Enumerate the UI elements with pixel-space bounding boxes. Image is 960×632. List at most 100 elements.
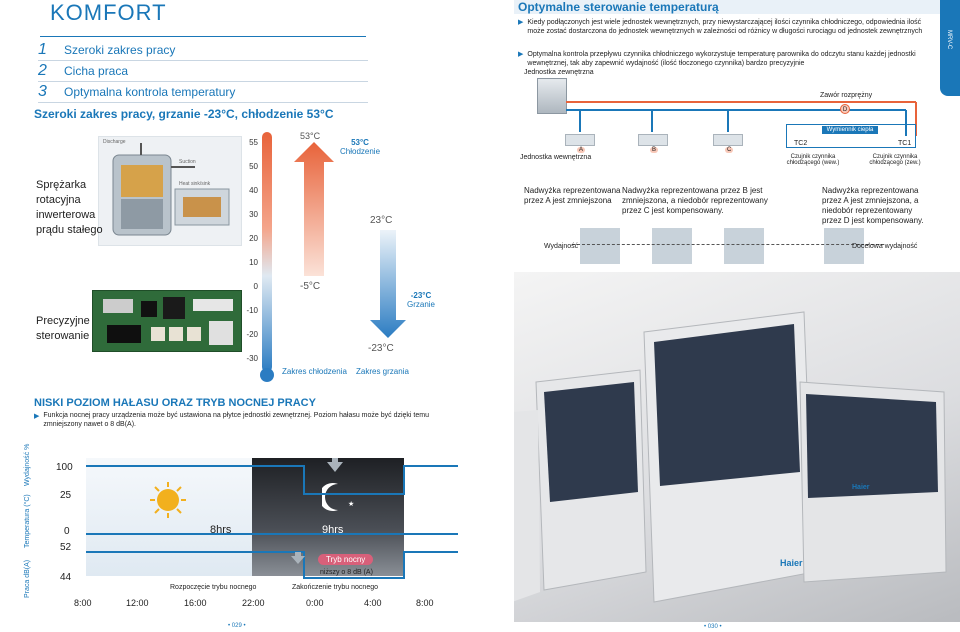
- heat-range-label: Zakres grzania: [356, 367, 409, 376]
- tick-52: 52: [60, 542, 72, 553]
- pcb-image: [92, 290, 242, 352]
- thermo-scale: 55 50 40 30 20 10 0 -10 -20 -30: [230, 138, 258, 368]
- indoor-unit-b: [638, 134, 668, 146]
- capacity-line: [86, 465, 458, 535]
- tick-label: -30: [246, 354, 258, 363]
- sensor-in-label: Czujnik czynnika chłodzącego (wew.): [786, 154, 840, 166]
- tick-25: 25: [60, 490, 72, 501]
- brand-logo: Haier: [852, 484, 870, 491]
- feature-1: 1 Szeroki zakres pracy: [38, 40, 368, 61]
- feature-text: Optymalna kontrola temperatury: [64, 85, 236, 99]
- precision-label: Precyzyjne sterowanie: [36, 315, 90, 342]
- tag-stator: Heat sink/sink: [179, 181, 211, 187]
- note-b: Nadwyżka reprezentowana przez B jest zmn…: [622, 186, 768, 215]
- tick-0: 0: [64, 526, 70, 537]
- time-tick: 22:00: [242, 598, 265, 608]
- down-arrow-icon: [291, 552, 305, 564]
- capacity-bar: [580, 228, 620, 264]
- feature-list: 1 Szeroki zakres pracy 2 Cicha praca 3 O…: [38, 40, 368, 103]
- unit-a-label: A: [577, 147, 586, 153]
- thermometer: [260, 132, 274, 382]
- noise-chart: Wydajność % Temperatura (°C) Praca dB(A)…: [24, 438, 458, 618]
- tick-label: 55: [249, 138, 258, 147]
- feature-3: 3 Optymalna kontrola temperatury: [38, 82, 368, 103]
- feature-number: 3: [38, 83, 47, 100]
- target-line: [572, 244, 884, 245]
- circuit-board-icon: [103, 297, 233, 345]
- note-c: Nadwyżka reprezentowana przez A jest zmn…: [822, 186, 924, 225]
- side-tab: MRV-C: [940, 0, 960, 96]
- target-label: Docelowa wydajność: [852, 243, 918, 250]
- sun-icon: [150, 482, 186, 518]
- indoor-unit-c: [713, 134, 743, 146]
- day-sky: [86, 458, 256, 576]
- capacity-bars: [572, 222, 900, 270]
- bullet-text: Kiedy podłączonych jest wiele jednostek …: [527, 19, 923, 36]
- vrf-outdoor-units-icon: [512, 311, 947, 603]
- heat-callout: -23°C Grzanie: [404, 291, 438, 309]
- cool-range-label: Zakres chłodzenia: [282, 367, 347, 376]
- indoor-label: Jednostka wewnętrzna: [520, 154, 592, 161]
- reduction-label: niższy o 8 dB (A): [320, 569, 373, 576]
- tick-44: 44: [60, 572, 72, 583]
- feature-text: Cicha praca: [64, 64, 129, 78]
- star-icon: ★: [348, 501, 355, 508]
- hrs-a: 8hrs: [210, 524, 232, 536]
- exchanger-label: Wymiennik ciepła: [822, 126, 878, 134]
- bullet-arrow-icon: ▶: [518, 19, 524, 26]
- hrs-b: 9hrs: [322, 524, 344, 536]
- exchanger-box: [786, 124, 916, 148]
- title-rule: [40, 36, 366, 37]
- axis-temp-label: Temperatura (°C): [24, 494, 31, 548]
- right-title-bar: [514, 0, 940, 14]
- valve-icon: D: [840, 104, 850, 114]
- outdoor-unit-icon: [537, 78, 567, 114]
- bullet-arrow-icon: ▶: [34, 413, 40, 420]
- cool-callout-word: Chłodzenie: [339, 147, 381, 156]
- tick-label: 0: [253, 282, 258, 291]
- unit-c-label: C: [725, 147, 734, 153]
- db-line: [86, 551, 458, 579]
- time-tick: 16:00: [184, 598, 207, 608]
- noise-heading: NISKI POZIOM HAŁASU ORAZ TRYB NOCNEJ PRA…: [34, 397, 316, 409]
- capacity-bar: [652, 228, 692, 264]
- tick-label: 10: [249, 258, 258, 267]
- start-label: Rozpoczęcie trybu nocnego: [170, 584, 257, 591]
- tick-label: 50: [249, 162, 258, 171]
- thermometer-tube: [262, 132, 272, 372]
- down-arrow-icon: [327, 458, 343, 472]
- unit-b-label: B: [650, 147, 659, 153]
- bullet-arrow-icon: ▶: [518, 51, 524, 58]
- tick-label: 30: [249, 210, 258, 219]
- feature-2: 2 Cicha praca: [38, 61, 368, 82]
- feature-number: 2: [38, 62, 47, 79]
- side-tab-text: MRV-C: [946, 30, 952, 50]
- feature-number: 1: [38, 41, 47, 58]
- time-axis: 8:00 12:00 16:00 22:00 0:00 4:00 8:00: [74, 598, 446, 614]
- tick-label: 40: [249, 186, 258, 195]
- capacity-bar: [824, 228, 864, 264]
- bullet-text: Optymalna kontrola przepływu czynnika ch…: [527, 51, 916, 68]
- time-tick: 0:00: [306, 598, 324, 608]
- thermometer-bulb: [260, 368, 274, 382]
- valve-label: Zawór rozprężny: [820, 92, 873, 99]
- compressor-cutaway-icon: [112, 143, 230, 236]
- left-title: KOMFORT: [50, 0, 167, 25]
- noise-desc-text: Funkcja nocnej pracy urządzenia może być…: [43, 412, 429, 428]
- night-mode-badge: Tryb nocny: [318, 554, 374, 565]
- sensor-out-label: Czujnik czynnika chłodzącego (zew.): [869, 154, 921, 166]
- time-tick: 4:00: [364, 598, 382, 608]
- brand-logo: Haier: [780, 558, 803, 568]
- cool-callout: 53°C Chłodzenie: [338, 138, 382, 156]
- tick-label: 20: [249, 234, 258, 243]
- capacity-bar: [724, 228, 764, 264]
- feature-text: Szeroki zakres pracy: [64, 43, 176, 57]
- compressor-image: Discharge Suction Heat sink/sink: [98, 136, 242, 246]
- right-title: Optymalne sterowanie temperaturą: [518, 0, 719, 14]
- moon-icon: [322, 483, 338, 511]
- heating-arrow-icon: [370, 230, 406, 338]
- tc2-label: TC2: [794, 140, 808, 147]
- bullet-2: ▶ Optymalna kontrola przepływu czynnika …: [518, 50, 932, 68]
- outdoor-units-photo: Haier Haier: [512, 272, 960, 622]
- axis-cap-label: Wydajność %: [24, 443, 31, 486]
